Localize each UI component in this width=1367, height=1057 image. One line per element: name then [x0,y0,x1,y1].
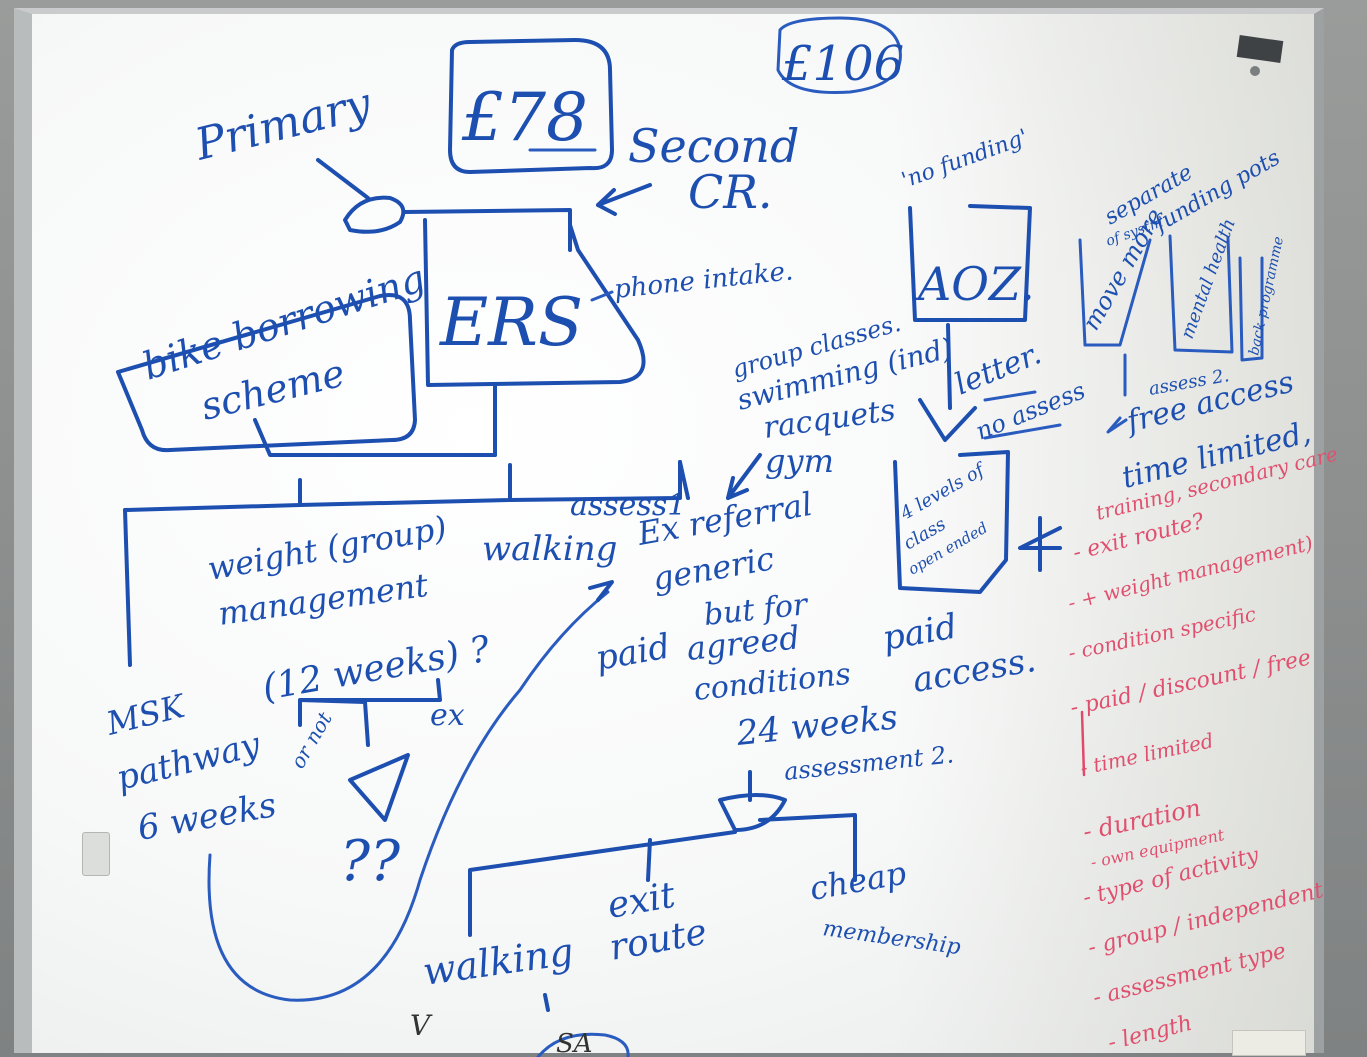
msk-label-3: 6 weeks [135,785,280,849]
weight-funnel [348,753,410,822]
red-bracket [1080,710,1086,777]
board-lighting-shade [894,14,1314,1053]
24w-branches [468,813,857,937]
assessment2-label: assessment 2. [783,740,955,786]
sa-outline [536,1032,630,1057]
aoz-down-arrow [918,323,977,442]
move-more-box [1078,238,1152,347]
board-clip [82,832,110,876]
cost-78: £78 [461,79,588,156]
question-marks: ?? [340,829,401,894]
cost-106: £106 [781,36,904,92]
cost-78-box [448,38,614,174]
twentyfour-weeks-label: 24 weeks [734,697,900,754]
ers-branch-line [123,460,682,512]
letter-underlines [983,390,1062,440]
agreed-label: agreed [685,618,802,668]
intake-junction [343,195,406,234]
back-programme-label: back programme [1246,235,1287,357]
walking-tick [543,993,550,1012]
mental-health-box [1168,234,1234,354]
four-levels-box [893,450,1010,594]
v-mark: V [410,1009,433,1042]
sa-label: SA [556,1029,593,1057]
gym-label: gym [765,442,834,480]
magnet [1250,66,1260,76]
red-line-2: - exit route? [1070,509,1207,566]
back-programme-box [1238,256,1264,362]
paid-label: paid [593,627,673,679]
assess1-bracket [678,460,690,500]
red-line-4: - condition specific [1066,602,1258,665]
phone-intake-arrow [590,290,614,302]
ers-box [423,218,646,387]
aoz-label: AOZ. [914,257,1035,311]
bike-to-ers-line [253,418,497,457]
activities-arrow [726,453,762,500]
weight-tree [298,678,442,747]
loop-back-arrow [207,590,610,1002]
second-label: Second [628,119,799,173]
msk-label-1: MSK [102,686,190,743]
cheap-label: cheap [807,854,909,908]
primary-label: Primary [189,78,377,171]
ers-label: ERS [439,284,583,361]
funding-arrow [1106,353,1128,434]
bike-scheme-box [116,293,417,453]
cost-106-outline [776,16,902,94]
24w-junction [718,793,787,832]
loop-arrowhead [588,580,614,602]
cr-label: CR. [688,165,772,219]
red-line-6: - time limited [1078,728,1216,780]
walking-label-2: walking [420,929,576,994]
whiteboard [14,8,1324,1053]
paid-access-label-1: paid [880,607,960,659]
four-levels-label-1: 4 levels of [896,458,990,525]
aoz-box [908,204,1032,322]
second-cr-arrow [596,183,652,216]
no-funding-label: 'no funding' [899,125,1032,194]
twelve-weeks-label: (12 weeks) ? [259,628,493,708]
assess1-label: assess1 [570,488,686,523]
phone-intake-label: phone intake. [613,256,795,305]
msk-branch [123,508,132,667]
or-not-label: or not [286,707,338,773]
board-label-sticker [1232,1030,1306,1056]
red-line-12: - length [1105,1011,1194,1056]
membership-label: membership [821,916,962,960]
walking-label-1: walking [482,529,617,569]
primary-arrow [316,158,370,200]
junction-to-ers [403,208,572,252]
ex-label: ex [430,698,465,733]
four-levels-arrow [1018,516,1062,572]
